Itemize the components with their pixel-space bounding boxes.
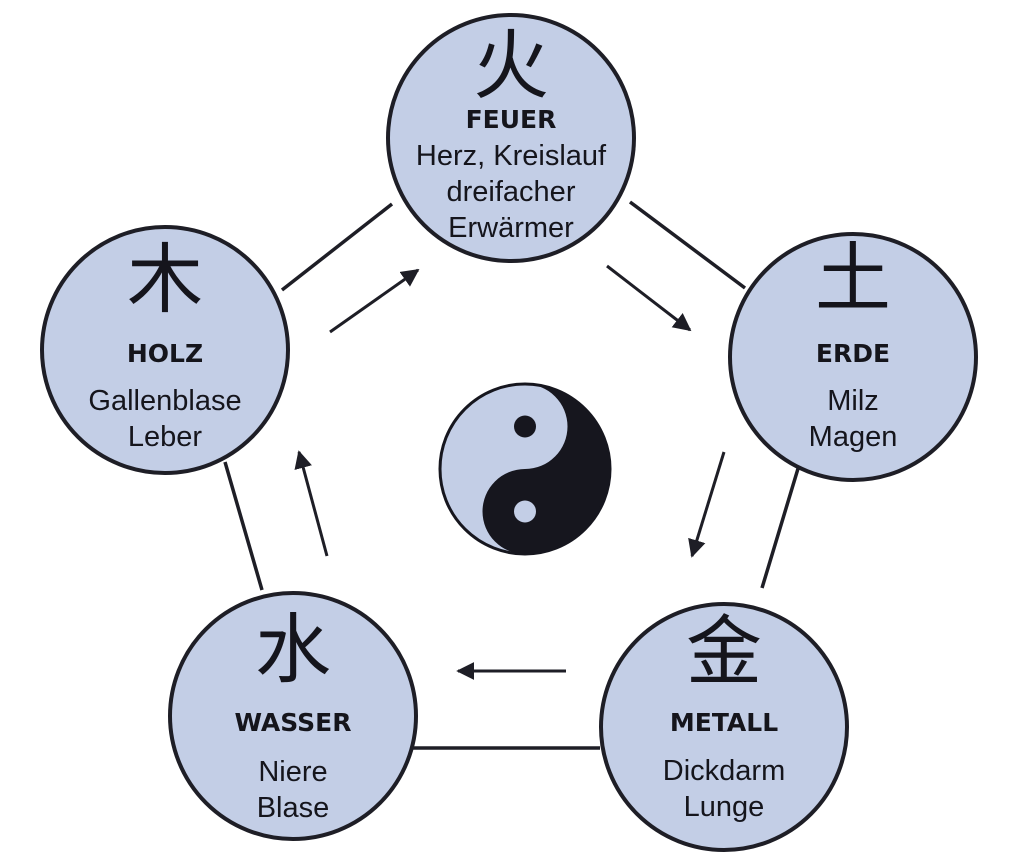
fire-desc-line-3: Erwärmer [448,212,574,244]
metal-desc-line-1: Dickdarm [663,755,785,787]
edge-water-wood [223,461,264,591]
element-node-metal: 金 METALL Dickdarm Lunge [599,602,849,852]
arrow-wood-to-fire [329,268,420,334]
fire-desc-line-1: Herz, Kreislauf [416,140,607,172]
element-node-wood: 木 HOLZ Gallenblase Leber [40,225,290,475]
element-circle-fire [386,13,636,263]
element-node-earth: 土 ERDE Milz Magen [728,232,978,482]
edge-wood-fire [280,202,394,292]
wood-desc-line-2: Leber [128,421,203,453]
wood-title: HOLZ [127,339,203,368]
pentagon-edges [223,200,802,750]
wood-desc-line-1: Gallenblase [88,385,241,417]
edge-fire-earth [628,200,747,290]
water-desc-line-1: Niere [258,756,327,788]
element-circle-water [168,591,418,841]
element-circle-metal [599,602,849,852]
water-desc-line-2: Blase [257,792,330,824]
element-circle-earth [728,232,978,482]
element-node-fire: 火 FEUER Herz, Kreislauf dreifacher Erwär… [386,13,636,263]
element-node-water: 水 WASSER Niere Blase [168,591,418,841]
metal-title: METALL [670,708,778,737]
arrow-earth-to-metal [688,451,726,558]
fire-title: FEUER [466,105,557,134]
metal-glyph: 金 [686,607,762,696]
yin-yang-icon [438,382,612,556]
fire-desc-line-2: dreifacher [447,176,576,208]
edge-earth-metal [760,461,802,589]
element-circle-wood [40,225,290,475]
water-title: WASSER [234,708,351,737]
arrow-fire-to-earth [606,264,692,332]
arrow-water-to-wood [294,450,329,557]
water-glyph: 水 [255,605,331,694]
wood-glyph: 木 [127,235,203,324]
fire-glyph: 火 [473,21,549,110]
earth-desc-line-1: Milz [827,385,879,417]
earth-title: ERDE [816,339,890,368]
cycle-arrows [294,264,726,680]
earth-desc-line-2: Magen [809,421,898,453]
earth-glyph: 土 [815,234,891,323]
metal-desc-line-2: Lunge [684,791,765,823]
